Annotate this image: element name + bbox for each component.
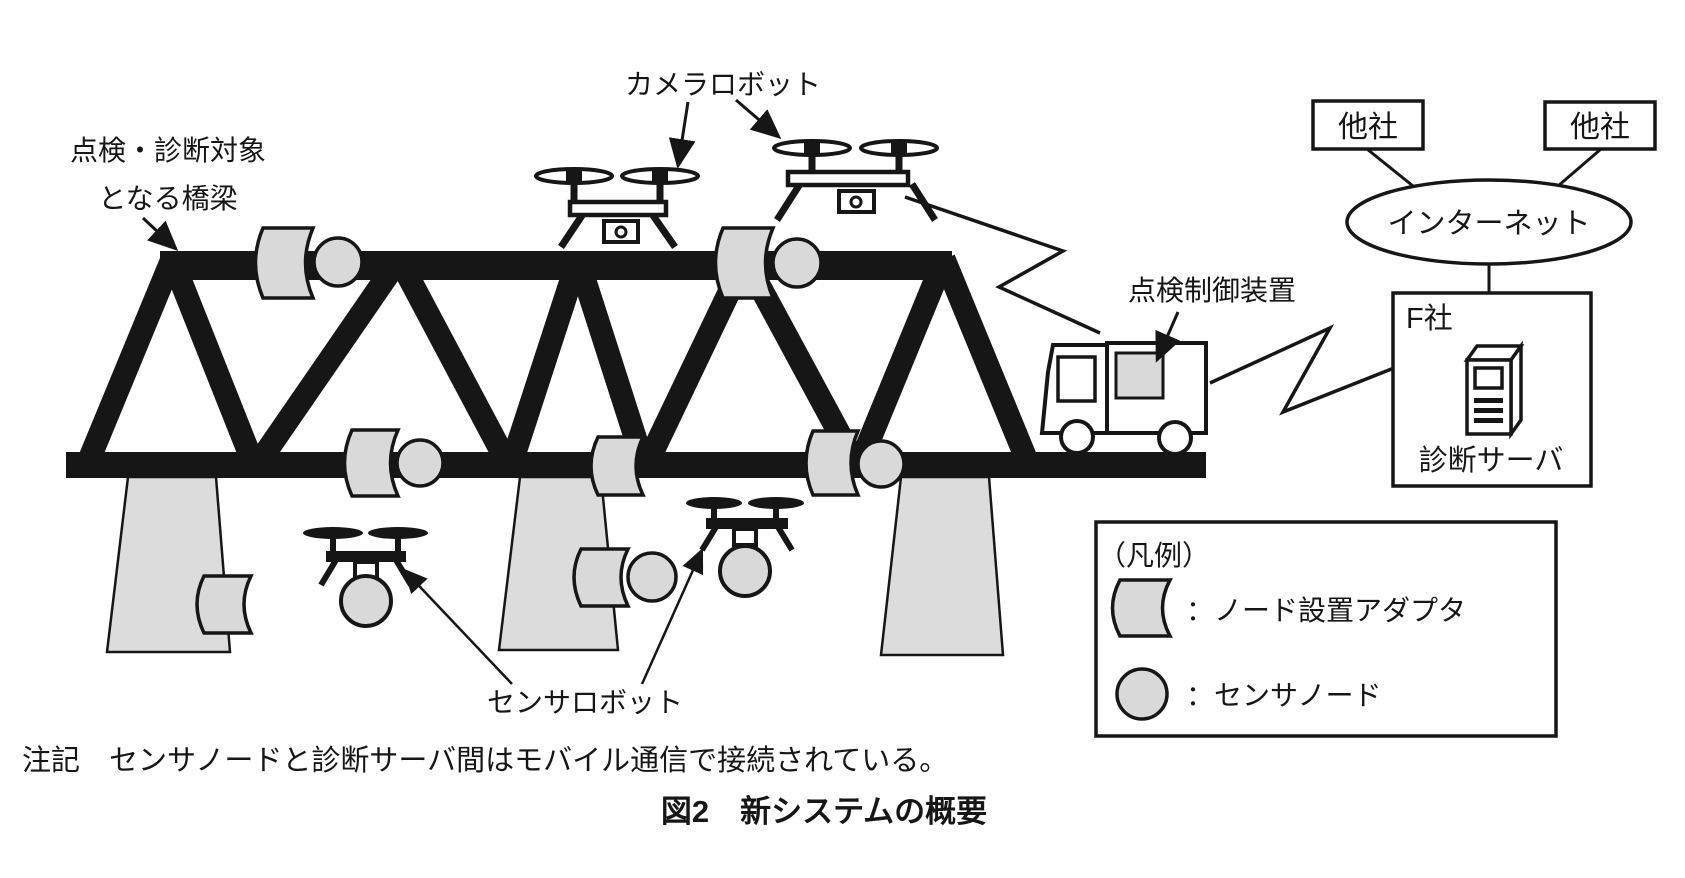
other-company-label-left: 他社 (1338, 111, 1398, 144)
node-adapter-legend-glyph (1110, 578, 1173, 638)
diagnosis-server-label: 診断サーバ (1419, 444, 1564, 477)
other-company-box-right (1543, 100, 1657, 151)
rotor-icon (303, 527, 363, 539)
node-adapter (804, 429, 861, 497)
truss-member (933, 254, 1041, 473)
figure-caption: 図2 新システムの概要 (661, 794, 987, 829)
drone-body (785, 169, 911, 188)
sensor-node (312, 236, 364, 288)
link-other-right-internet (1557, 147, 1602, 188)
truss-member (567, 255, 656, 472)
truck-cab-window (1056, 355, 1097, 403)
legend-adapter-label: ：ノード設置アダプタ (1186, 595, 1466, 626)
sensor-node (856, 439, 906, 489)
bridge-pier-right (879, 475, 1005, 657)
node-adapter (713, 226, 776, 300)
network-diagram: 他社 他社 インターネット F社 診断サーバ (1311, 99, 1657, 488)
inspection-control-label: 点検制御装置 (1128, 275, 1296, 306)
node-adapter (589, 435, 646, 497)
camera-icon (602, 219, 640, 244)
drone-body (567, 199, 669, 218)
other-company-label-right: 他社 (1570, 111, 1630, 144)
truss-member (73, 254, 183, 477)
bridge-target-label-line2: となる橋梁 (98, 183, 237, 214)
rotor-icon (686, 497, 742, 509)
node-adapter (195, 574, 254, 635)
note-text: 注記 センサノードと診断サーバ間はモバイル通信で接続されている。 (22, 744, 948, 777)
node-adapters-and-sensor-nodes (195, 226, 906, 635)
sensor-robot-left (303, 527, 428, 628)
internet-label: インターネット (1387, 208, 1590, 240)
carried-sensor-node (718, 544, 772, 598)
sensor-robot-leader-left (402, 568, 513, 685)
camera-icon (837, 189, 876, 214)
camera-robot-arrow-left (668, 101, 696, 169)
truck-wheel (1157, 420, 1193, 456)
inspection-control-device (1114, 351, 1165, 400)
server-icon (1463, 340, 1525, 440)
f-company-label: F社 (1406, 302, 1453, 335)
rotor-icon (368, 527, 428, 539)
sensor-node (771, 237, 823, 289)
bridge-target-label-line1: 点検・診断対象 (70, 135, 266, 166)
node-adapter (342, 428, 401, 498)
sensor-robot-leader-right (640, 547, 704, 685)
carried-sensor-node (339, 574, 393, 628)
drone-body (706, 518, 788, 529)
camera-robot-arrow-right (735, 98, 782, 139)
bridge-truss-members (73, 252, 1041, 477)
sensor-node-legend-glyph (1115, 667, 1169, 721)
sensor-node (395, 438, 445, 488)
truss-member (245, 252, 409, 475)
sensor-robot-right (686, 497, 804, 598)
rotor-icon (748, 497, 804, 509)
legend-sensor-label: ：センサノード (1186, 680, 1381, 711)
truss-member (161, 254, 266, 473)
wireless-link-bridge-truck (904, 195, 1101, 335)
truss-member (499, 255, 589, 472)
legend-box: （凡例） ：ノード設置アダプタ ：センサノード (1094, 520, 1558, 738)
bridge-label-arrow (141, 216, 179, 252)
sensor-node (626, 551, 678, 603)
truss-member (388, 253, 521, 474)
truck-wheel (1059, 419, 1095, 455)
camera-robot-label: カメラロボット (625, 69, 821, 100)
inspection-truck (1039, 341, 1208, 456)
sensor-robot-label: センサロボット (487, 687, 683, 718)
truss-member (847, 254, 955, 473)
drone-body (326, 551, 406, 562)
node-adapter (572, 547, 631, 608)
camera-robot-right (772, 139, 939, 222)
gripper (732, 527, 758, 547)
control-device-arrow (1155, 311, 1181, 363)
wireless-link-truck-server (1209, 324, 1395, 416)
camera-robot-left (534, 167, 700, 250)
legend-title: （凡例） (1098, 540, 1210, 571)
node-adapter (253, 226, 316, 300)
link-other-left-internet (1366, 147, 1414, 188)
